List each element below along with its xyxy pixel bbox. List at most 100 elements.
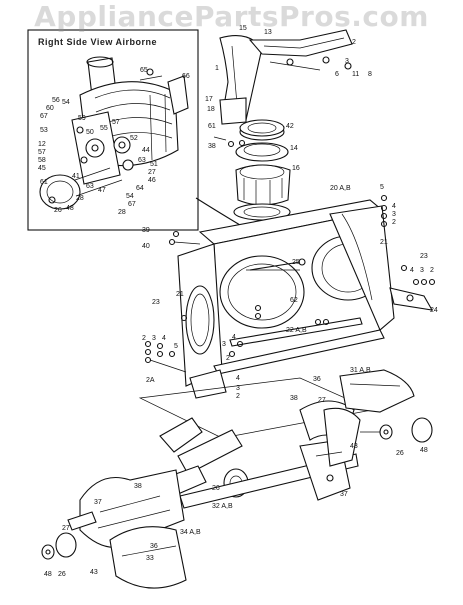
callout: 12 — [38, 141, 46, 148]
auger-housing — [177, 199, 434, 399]
callout-labels: 1 15 13 2 3 6 11 8 17 18 61 38 42 14 16 … — [38, 25, 438, 578]
callout: 26 — [58, 571, 66, 578]
callout: 63 — [86, 183, 94, 190]
callout: 3 — [152, 335, 156, 342]
callout: 59 — [78, 115, 86, 122]
callout: 4 — [392, 203, 396, 210]
inset-title: Right Side View Airborne — [38, 37, 158, 47]
callout: 21 — [380, 239, 388, 246]
callout: 37 — [94, 499, 102, 506]
callout: 28 — [118, 209, 126, 216]
callout: 31 A,B — [350, 367, 371, 374]
callout: 27 — [148, 169, 156, 176]
callout: 40 — [142, 243, 150, 250]
callout: 67 — [40, 113, 48, 120]
callout: 50 — [86, 129, 94, 136]
callout: 66 — [182, 73, 190, 80]
callout: 5 — [380, 184, 384, 191]
callout: 54 — [62, 99, 70, 106]
inset-leader-line — [195, 197, 241, 226]
callout: 5 — [174, 343, 178, 350]
callout: 36 — [313, 376, 321, 383]
callout: 3 — [236, 385, 240, 392]
callout: 37 — [340, 491, 348, 498]
callout: 60 — [46, 105, 54, 112]
callout: 3 — [345, 58, 349, 65]
callout: 2A — [146, 377, 155, 384]
callout: 2 — [236, 393, 240, 400]
callout: 20 A,B — [330, 185, 351, 192]
callout: 26 — [54, 207, 62, 214]
callout: 33 — [146, 555, 154, 562]
callout: 2 — [392, 219, 396, 226]
callout: 41 — [72, 173, 80, 180]
callout: 8 — [368, 71, 372, 78]
callout: 45 — [38, 165, 46, 172]
callout: 47 — [98, 187, 106, 194]
callout: 2 — [142, 335, 146, 342]
callout: 17 — [205, 96, 213, 103]
callout: 25 — [292, 259, 300, 266]
callout: 54 — [126, 193, 134, 200]
callout: 26 — [212, 485, 220, 492]
callout: 36 — [150, 543, 158, 550]
callout: 48 — [44, 571, 52, 578]
callout: 6 — [335, 71, 339, 78]
callout: 24 — [430, 307, 438, 314]
callout: 4 — [410, 267, 414, 274]
callout: 2 — [430, 267, 434, 274]
chute-ring-assembly — [213, 119, 291, 221]
callout: 38 — [290, 395, 298, 402]
callout: 57 — [112, 119, 120, 126]
callout: 1 — [215, 65, 219, 72]
callout: 4 — [232, 334, 236, 341]
callout: 55 — [100, 125, 108, 132]
callout: 44 — [142, 147, 150, 154]
callout: 26 — [396, 450, 404, 457]
callout: 4 — [162, 335, 166, 342]
callout: 61 — [208, 123, 216, 130]
callout: 22 A,B — [286, 327, 307, 334]
callout: 67 — [128, 201, 136, 208]
callout: 39 — [142, 227, 150, 234]
callout: 23 — [420, 253, 428, 260]
auger-left — [41, 417, 359, 589]
inset-right-side-view — [27, 29, 199, 231]
callout: 38 — [134, 483, 142, 490]
callout: 46 — [148, 177, 156, 184]
callout: 15 — [239, 25, 247, 32]
callout: 38 — [208, 143, 216, 150]
callout: 21 — [176, 291, 184, 298]
callout: 3 — [222, 341, 226, 348]
callout: 23 — [152, 299, 160, 306]
callout: 63 — [138, 157, 146, 164]
callout: 51 — [150, 161, 158, 168]
discharge-chute — [219, 29, 353, 125]
callout: 27 — [62, 525, 70, 532]
callout: 3 — [392, 211, 396, 218]
callout: 52 — [130, 135, 138, 142]
callout: 28 — [76, 195, 84, 202]
callout: 27 — [318, 397, 326, 404]
callout: 2 — [352, 39, 356, 46]
callout: 58 — [38, 157, 46, 164]
callout: 43 — [350, 443, 358, 450]
callout: 4 — [236, 375, 240, 382]
callout: 61 — [40, 179, 48, 186]
callout: 2 — [226, 355, 230, 362]
callout: 11 — [352, 71, 359, 78]
callout: 64 — [136, 185, 144, 192]
callout: 65 — [140, 67, 148, 74]
callout: 3 — [420, 267, 424, 274]
callout: 57 — [38, 149, 46, 156]
callout: 48 — [66, 205, 74, 212]
callout: 42 — [286, 123, 294, 130]
callout: 53 — [40, 127, 48, 134]
callout: 48 — [420, 447, 428, 454]
callout: 34 A,B — [180, 529, 201, 536]
callout: 56 — [52, 97, 60, 104]
callout: 16 — [292, 165, 300, 172]
callout: 62 — [290, 297, 298, 304]
